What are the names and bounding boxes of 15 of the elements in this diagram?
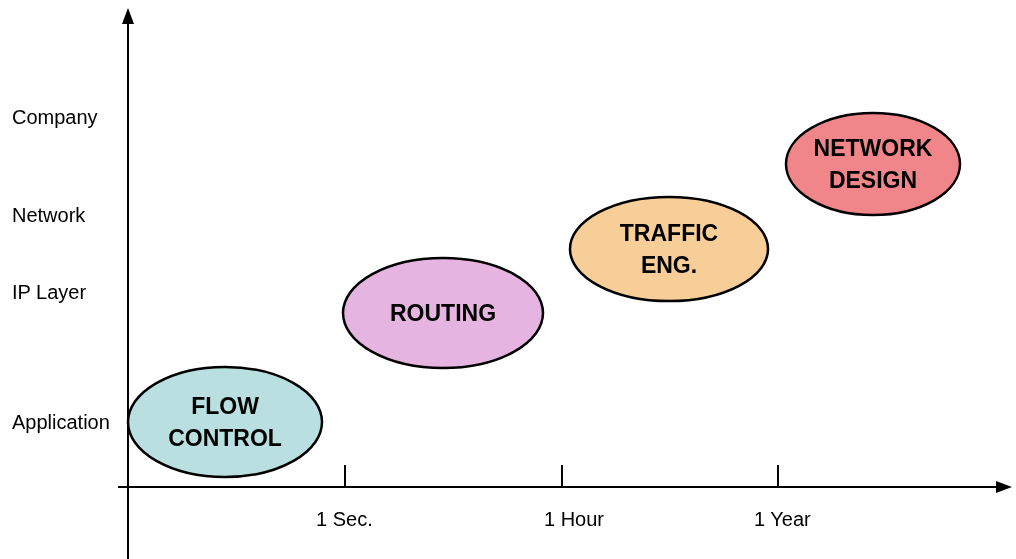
node-label: NETWORK DESIGN [812,134,934,195]
axis-tick-label: 1 Hour [544,508,605,531]
axis-category-label: Network [12,204,86,227]
axis-tick-label: 1 Year [754,508,811,531]
axis-category-label: Company [12,106,98,129]
node-label: TRAFFIC ENG. [618,219,720,280]
axis-category-label: IP Layer [12,281,87,304]
axis-tick-label: 1 Sec. [316,508,373,531]
ellipse-node [126,365,324,479]
ellipse-node [568,195,770,303]
ellipse-node [341,256,545,370]
axis-category-label: Application [12,411,110,434]
ellipse-node [784,111,962,217]
node-label: FLOW CONTROL [167,392,283,453]
node-label: ROUTING [388,299,498,328]
